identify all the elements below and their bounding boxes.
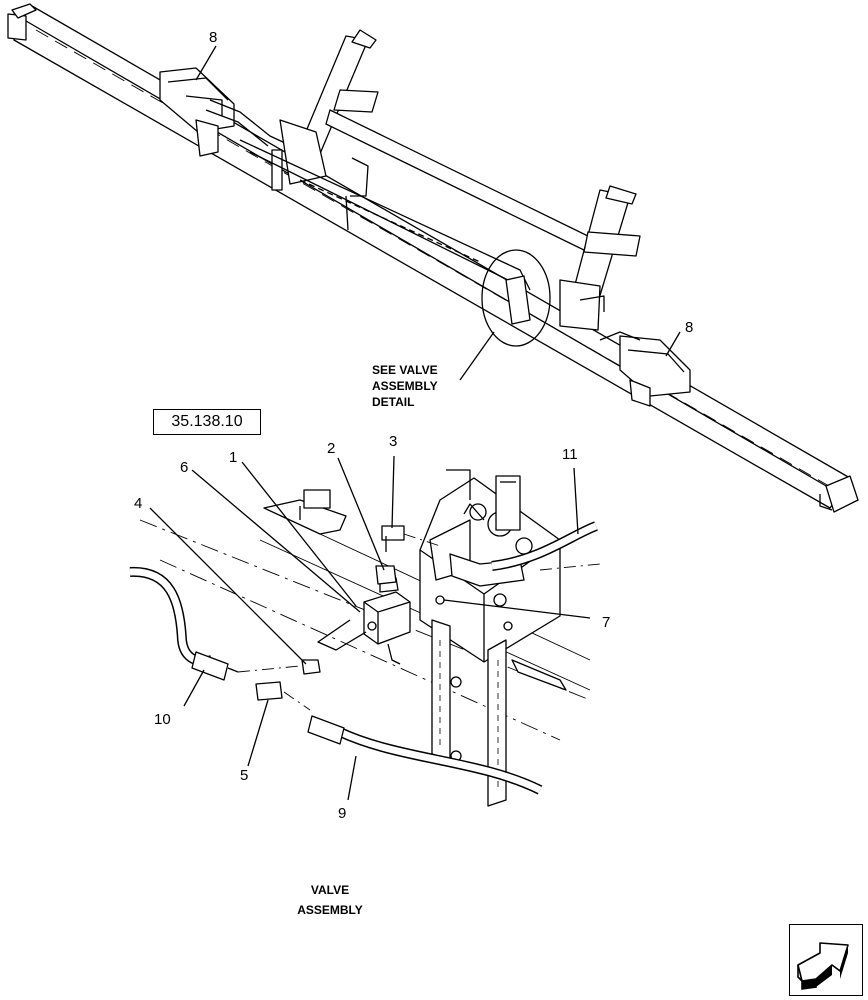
callout-3: 3 (389, 433, 397, 450)
detail-note-line-2: ASSEMBLY (372, 379, 438, 393)
detail-circle (481, 249, 551, 347)
hose-10 (129, 566, 239, 681)
callout-6: 6 (180, 459, 188, 476)
detail-note-line-1: SEE VALVE (372, 363, 438, 377)
leader-lines (149, 455, 591, 801)
valve-posts (431, 619, 567, 807)
valve-handle (317, 619, 367, 651)
callout-10: 10 (154, 711, 171, 728)
caption-line-1: VALVE (310, 883, 350, 897)
fitting-3 (381, 525, 405, 552)
fitting-2 (375, 565, 397, 585)
reference-link-box[interactable]: 35.138.10 (153, 409, 261, 435)
upright-frame-left (271, 29, 593, 253)
callout-9: 9 (338, 805, 346, 822)
next-page-button[interactable] (789, 924, 863, 996)
callout-5: 5 (240, 767, 248, 784)
caption-line-2: ASSEMBLY (297, 903, 363, 917)
callout-7: 7 (602, 614, 610, 631)
boom-beam (7, 3, 859, 513)
drawing-caption: VALVE ASSEMBLY (270, 880, 390, 920)
valve-bracket (263, 489, 347, 535)
hose-9 (307, 715, 543, 795)
callout-11: 11 (562, 446, 578, 463)
mount-bracket-right (599, 331, 691, 407)
detail-note-line-3: DETAIL (372, 395, 414, 409)
fitting-4 (301, 659, 321, 675)
callout-8-top: 8 (209, 29, 217, 46)
callout-2: 2 (327, 440, 335, 457)
solenoid-valve (363, 577, 411, 665)
mount-bracket-left (159, 67, 301, 157)
valve-manifold (419, 469, 561, 663)
linkage-rods (239, 139, 531, 291)
callout-1: 1 (229, 449, 237, 466)
hose-11 (491, 521, 598, 571)
callout-8-right: 8 (685, 319, 693, 336)
upright-frame-right (559, 185, 641, 331)
callout-4: 4 (134, 495, 142, 512)
fitting-5 (255, 681, 283, 701)
next-page-arrow-icon (797, 942, 849, 990)
